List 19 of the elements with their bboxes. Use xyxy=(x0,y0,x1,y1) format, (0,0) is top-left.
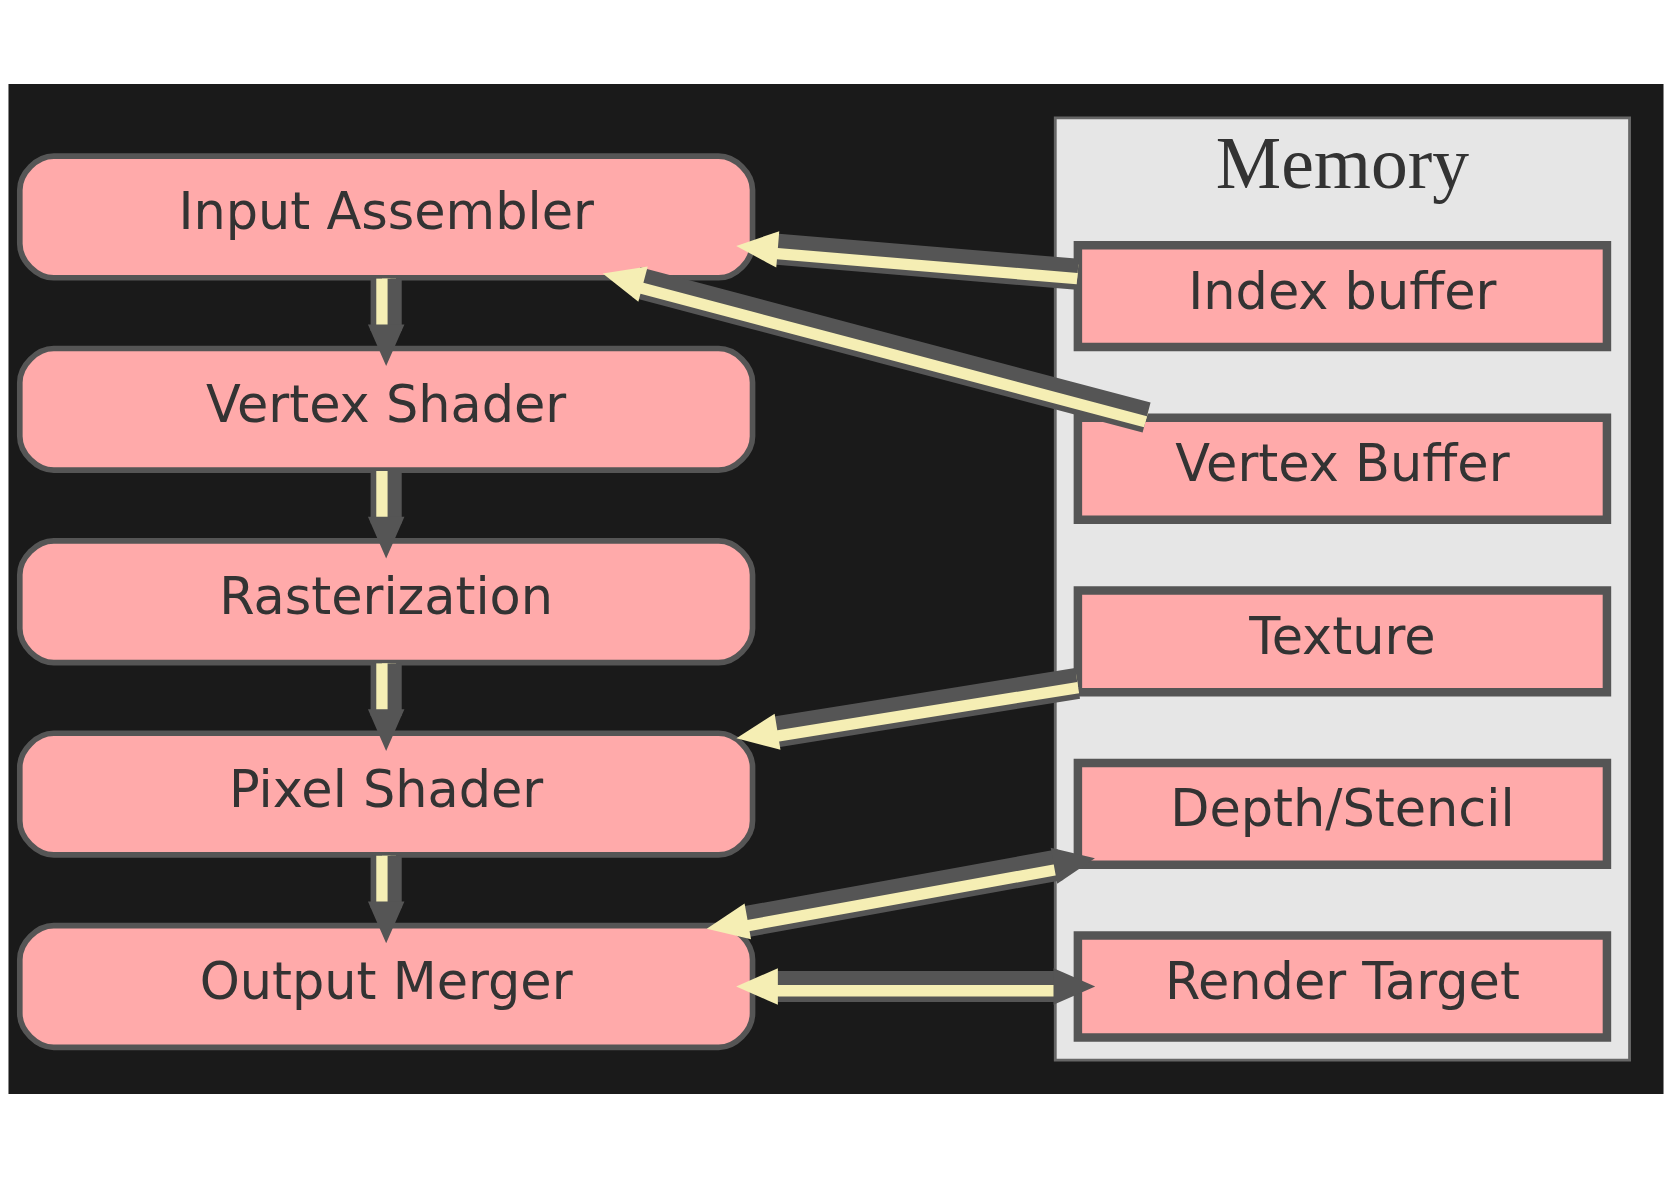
node-box: Texture xyxy=(1073,586,1612,697)
arrow xyxy=(706,847,1095,940)
arrow xyxy=(367,471,405,559)
node-box: Input Assembler xyxy=(16,153,756,281)
arrow xyxy=(367,663,405,751)
node-box: Rasterization xyxy=(16,538,756,666)
arrow xyxy=(367,278,405,367)
node-box: Vertex Shader xyxy=(16,345,756,473)
arrow xyxy=(736,968,1096,1005)
arrow xyxy=(736,231,1079,290)
arrow xyxy=(736,668,1081,750)
node-box: Pixel Shader xyxy=(16,730,756,858)
node-box: Output Merger xyxy=(16,922,756,1051)
node-box: Depth/Stencil xyxy=(1073,758,1612,870)
arrow xyxy=(367,855,405,944)
node-box: Render Target xyxy=(1073,931,1612,1042)
node-box: Index buffer xyxy=(1073,241,1612,352)
node-box: Vertex Buffer xyxy=(1073,413,1612,524)
arrow xyxy=(602,266,1151,433)
